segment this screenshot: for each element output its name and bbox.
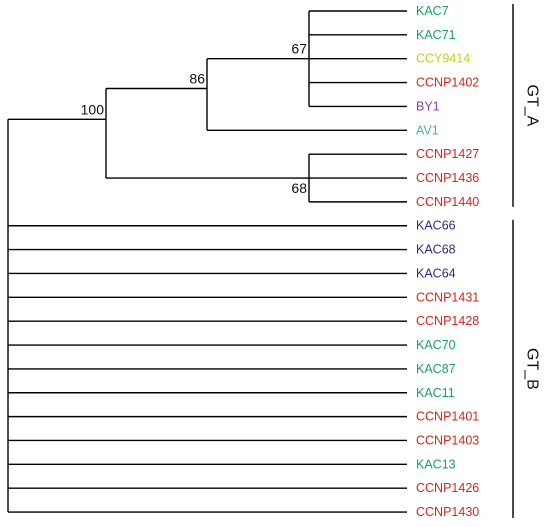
taxon-label: CCNP1426 <box>416 481 479 495</box>
bootstrap-values: 100 86 67 68 <box>81 41 308 196</box>
tree-branches <box>7 10 407 513</box>
bootstrap-label: 100 <box>81 101 105 117</box>
taxon-label: CCNP1430 <box>416 505 479 519</box>
taxon-label: KAC7 <box>416 4 449 18</box>
group-label: GT_A <box>524 85 541 127</box>
group-brackets: GT_A GT_B <box>512 4 541 519</box>
taxon-label: CCNP1401 <box>416 410 479 424</box>
taxon-label: CCY9414 <box>416 52 470 66</box>
taxon-label: KAC68 <box>416 243 456 257</box>
taxon-label: CCNP1427 <box>416 147 479 161</box>
bootstrap-label: 86 <box>189 71 205 87</box>
taxon-label: BY1 <box>416 99 440 113</box>
taxon-label: CCNP1436 <box>416 171 479 185</box>
group-label: GT_B <box>524 348 541 390</box>
taxon-label: KAC11 <box>416 386 455 400</box>
taxon-label: CCNP1403 <box>416 433 479 447</box>
taxon-label: CCNP1402 <box>416 76 479 90</box>
taxon-label: KAC87 <box>416 362 456 376</box>
taxon-label: CCNP1431 <box>416 290 479 304</box>
bootstrap-label: 67 <box>291 41 307 57</box>
taxon-label: CCNP1428 <box>416 314 479 328</box>
bootstrap-label: 68 <box>291 180 307 196</box>
taxon-label: KAC66 <box>416 219 456 233</box>
taxon-label: KAC70 <box>416 338 456 352</box>
taxon-label: KAC71 <box>416 28 456 42</box>
taxon-label: CCNP1440 <box>416 195 479 209</box>
taxon-label: KAC64 <box>416 266 456 280</box>
taxon-labels: KAC7KAC71CCY9414CCNP1402BY1AV1CCNP1427CC… <box>416 4 479 519</box>
taxon-label: AV1 <box>416 123 439 137</box>
taxon-label: KAC13 <box>416 457 456 471</box>
